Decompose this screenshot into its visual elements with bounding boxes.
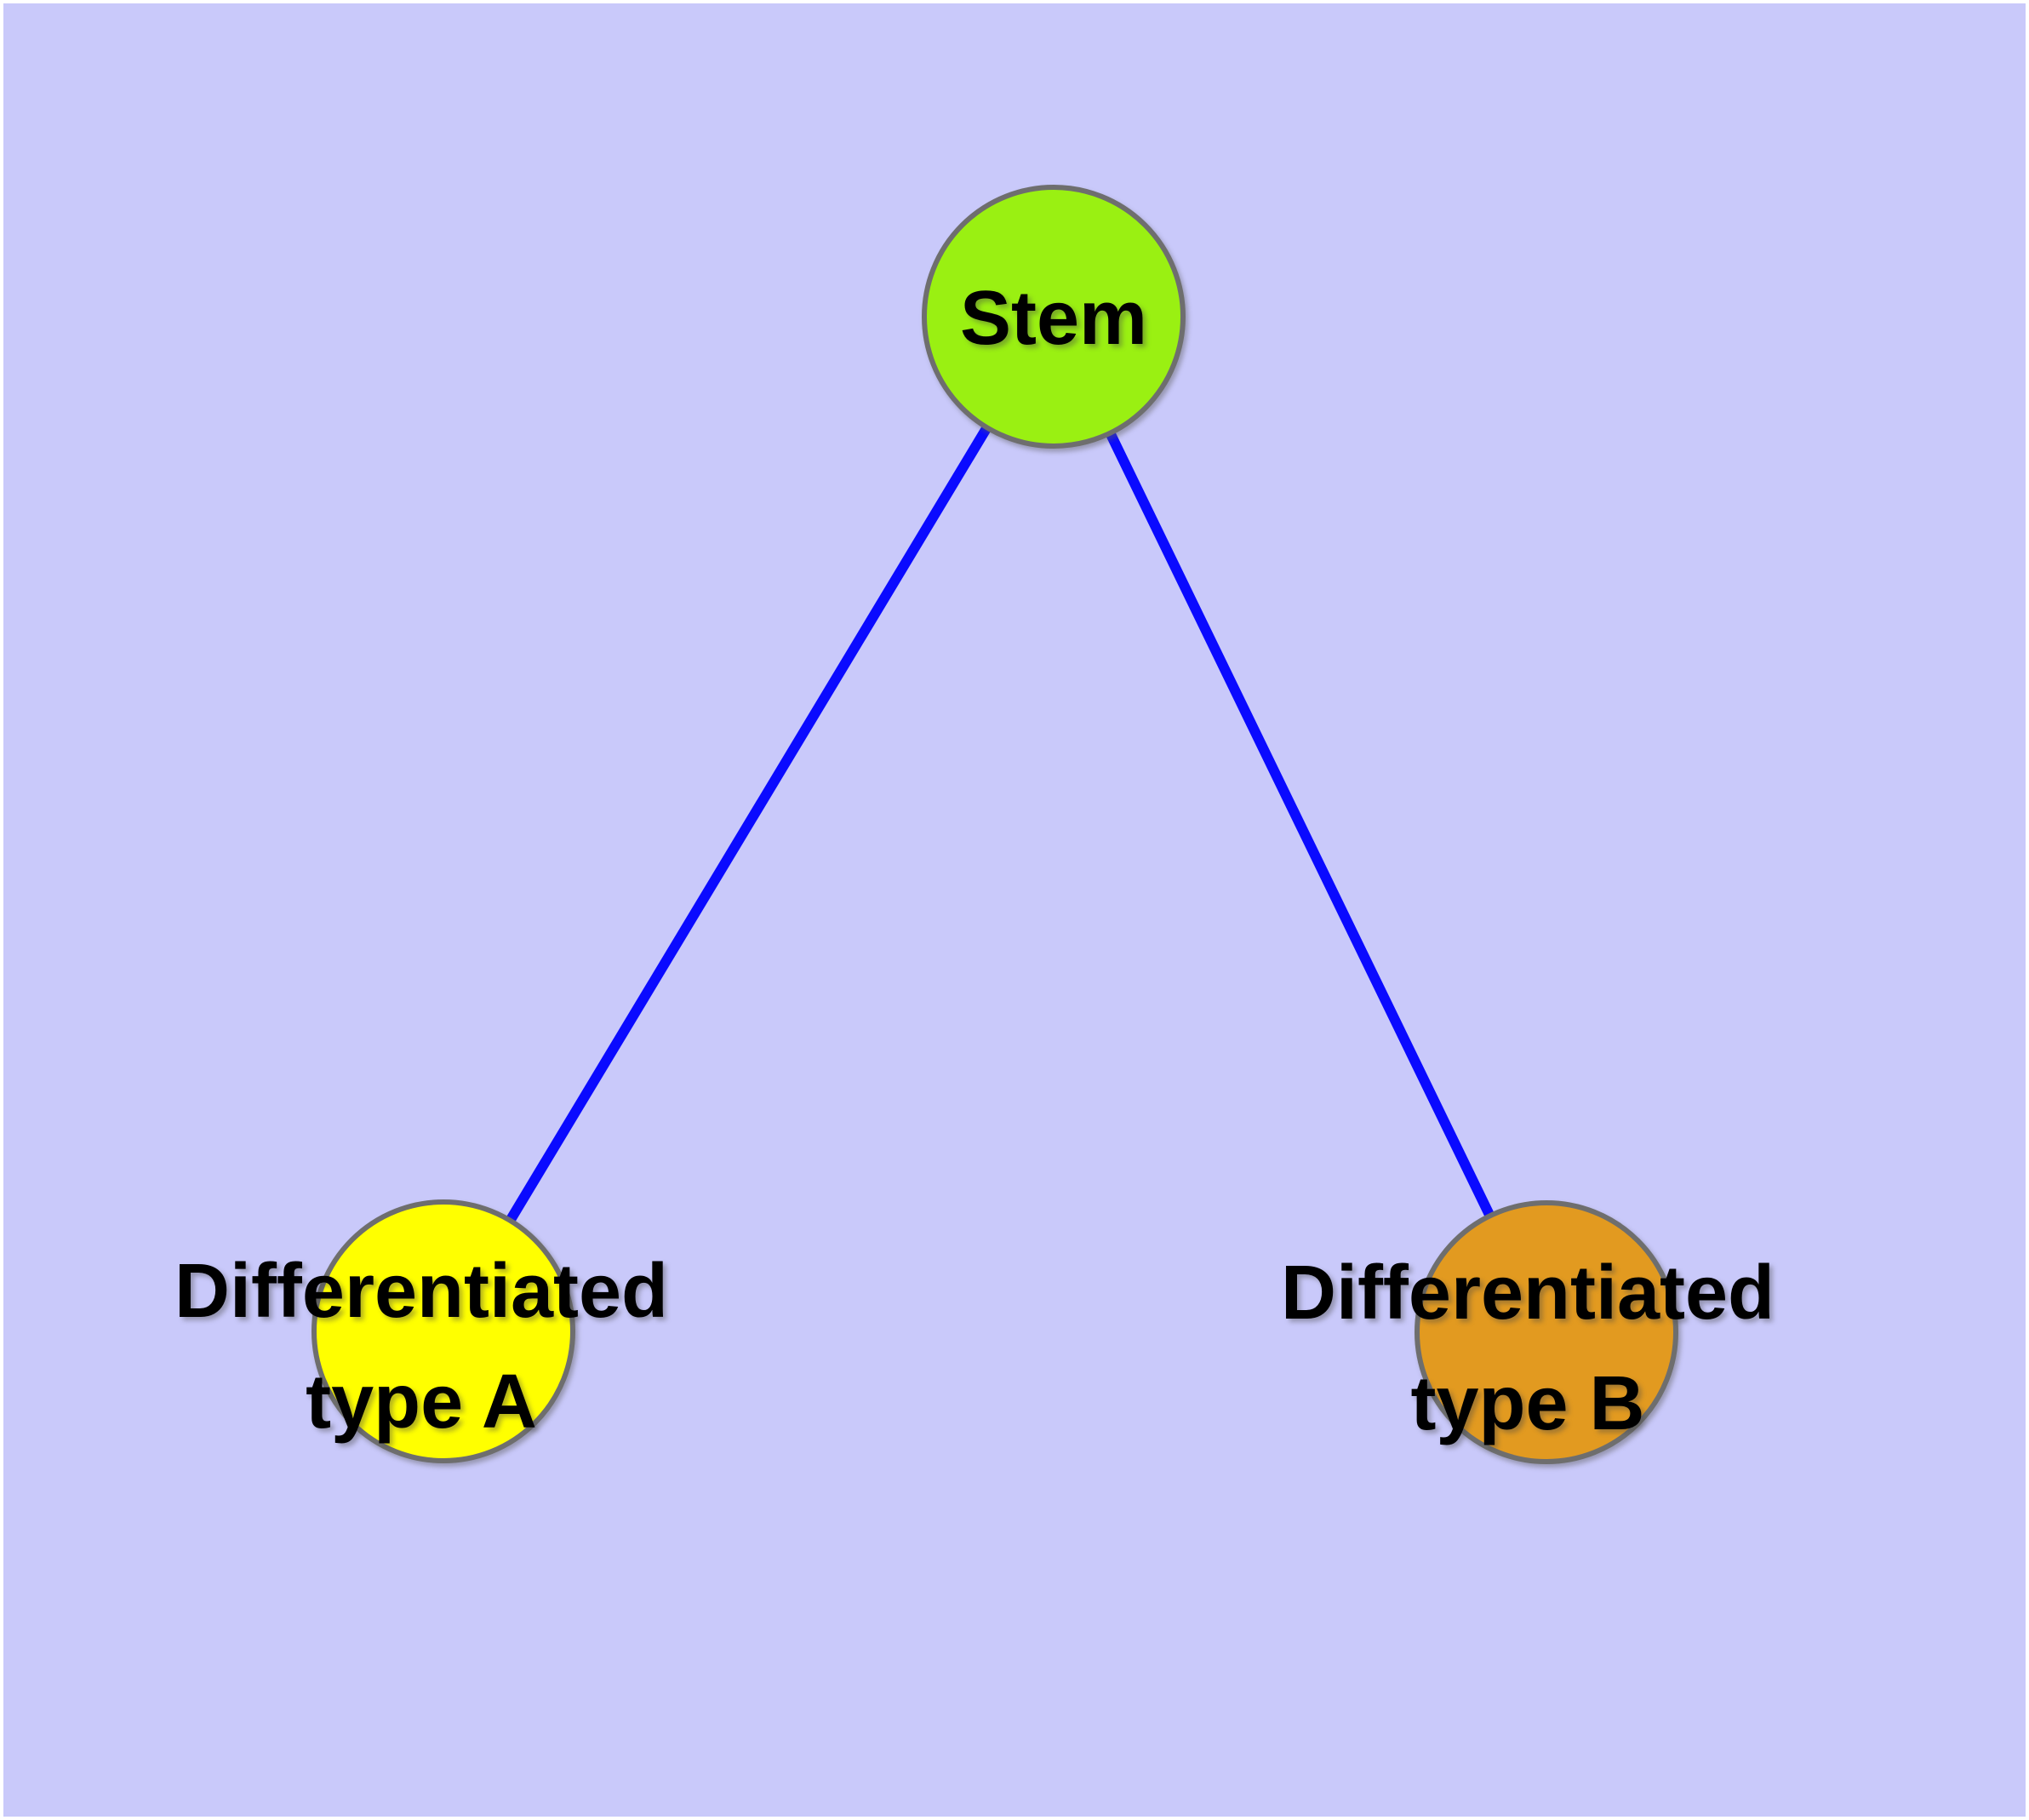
type-a-label-line1: Differentiated bbox=[174, 1249, 668, 1334]
edge-stem-to-type-a bbox=[438, 313, 1059, 1335]
type-b-node bbox=[1415, 1200, 1678, 1464]
type-b-label-line1: Differentiated bbox=[1281, 1251, 1775, 1336]
edge-stem-to-type-b bbox=[1049, 314, 1552, 1335]
stem-node bbox=[922, 185, 1186, 449]
stem-node-label: Stem bbox=[960, 276, 1147, 361]
type-b-label-line2: type B bbox=[1410, 1361, 1644, 1446]
type-a-label-line2: type A bbox=[306, 1359, 537, 1445]
type-a-node bbox=[311, 1199, 575, 1463]
